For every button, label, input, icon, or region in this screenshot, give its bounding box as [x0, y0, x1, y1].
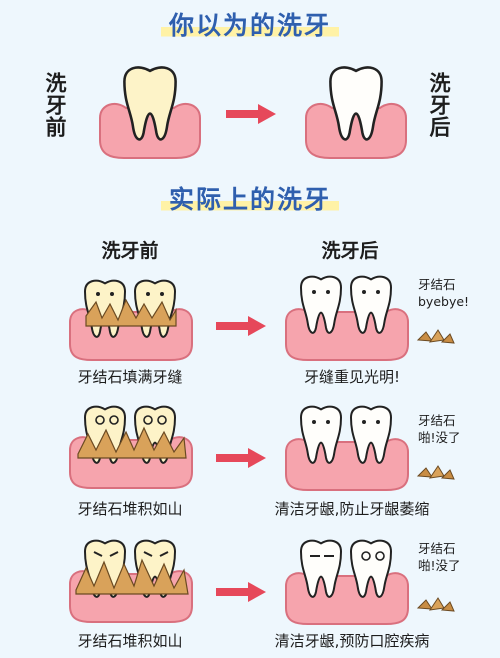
top-after-label: 洗牙后 — [427, 72, 451, 138]
tartar-chips-icon — [417, 597, 455, 612]
section-title-top: 你以为的洗牙 — [0, 6, 500, 42]
tartar-chips-icon — [417, 329, 455, 344]
row2-after-caption: 清洁牙龈,防止牙龈萎缩 — [274, 500, 430, 518]
arrow-icon — [216, 582, 266, 602]
arrow-icon — [216, 316, 266, 336]
row3-before-illustration — [69, 539, 193, 623]
row3-note: 牙结石啪!没了 — [418, 541, 461, 573]
row2-before-caption: 牙结石堆积如山 — [77, 500, 183, 518]
arrow-icon — [216, 448, 266, 468]
row2-note: 牙结石啪!没了 — [418, 413, 461, 445]
column-header-after: 洗牙后 — [321, 240, 379, 262]
column-header-before: 洗牙前 — [101, 240, 159, 262]
top-after-tooth-illustration — [305, 66, 407, 159]
row3-after-illustration — [285, 539, 409, 625]
row2-after-illustration — [285, 405, 409, 491]
top-before-label: 洗牙前 — [43, 72, 67, 138]
row1-before-illustration — [69, 279, 193, 361]
row3-before-caption: 牙结石堆积如山 — [77, 632, 183, 650]
arrow-icon — [226, 104, 276, 124]
section-title-bottom: 实际上的洗牙 — [0, 180, 500, 216]
row3-after-caption: 清洁牙龈,预防口腔疾病 — [274, 632, 430, 650]
tartar-chips-icon — [417, 465, 455, 480]
top-before-tooth-illustration — [99, 66, 201, 159]
row1-after-caption: 牙缝重见光明! — [303, 368, 400, 386]
row1-before-caption: 牙结石填满牙缝 — [77, 368, 183, 386]
row1-after-illustration — [285, 275, 409, 361]
row2-before-illustration — [69, 405, 193, 489]
